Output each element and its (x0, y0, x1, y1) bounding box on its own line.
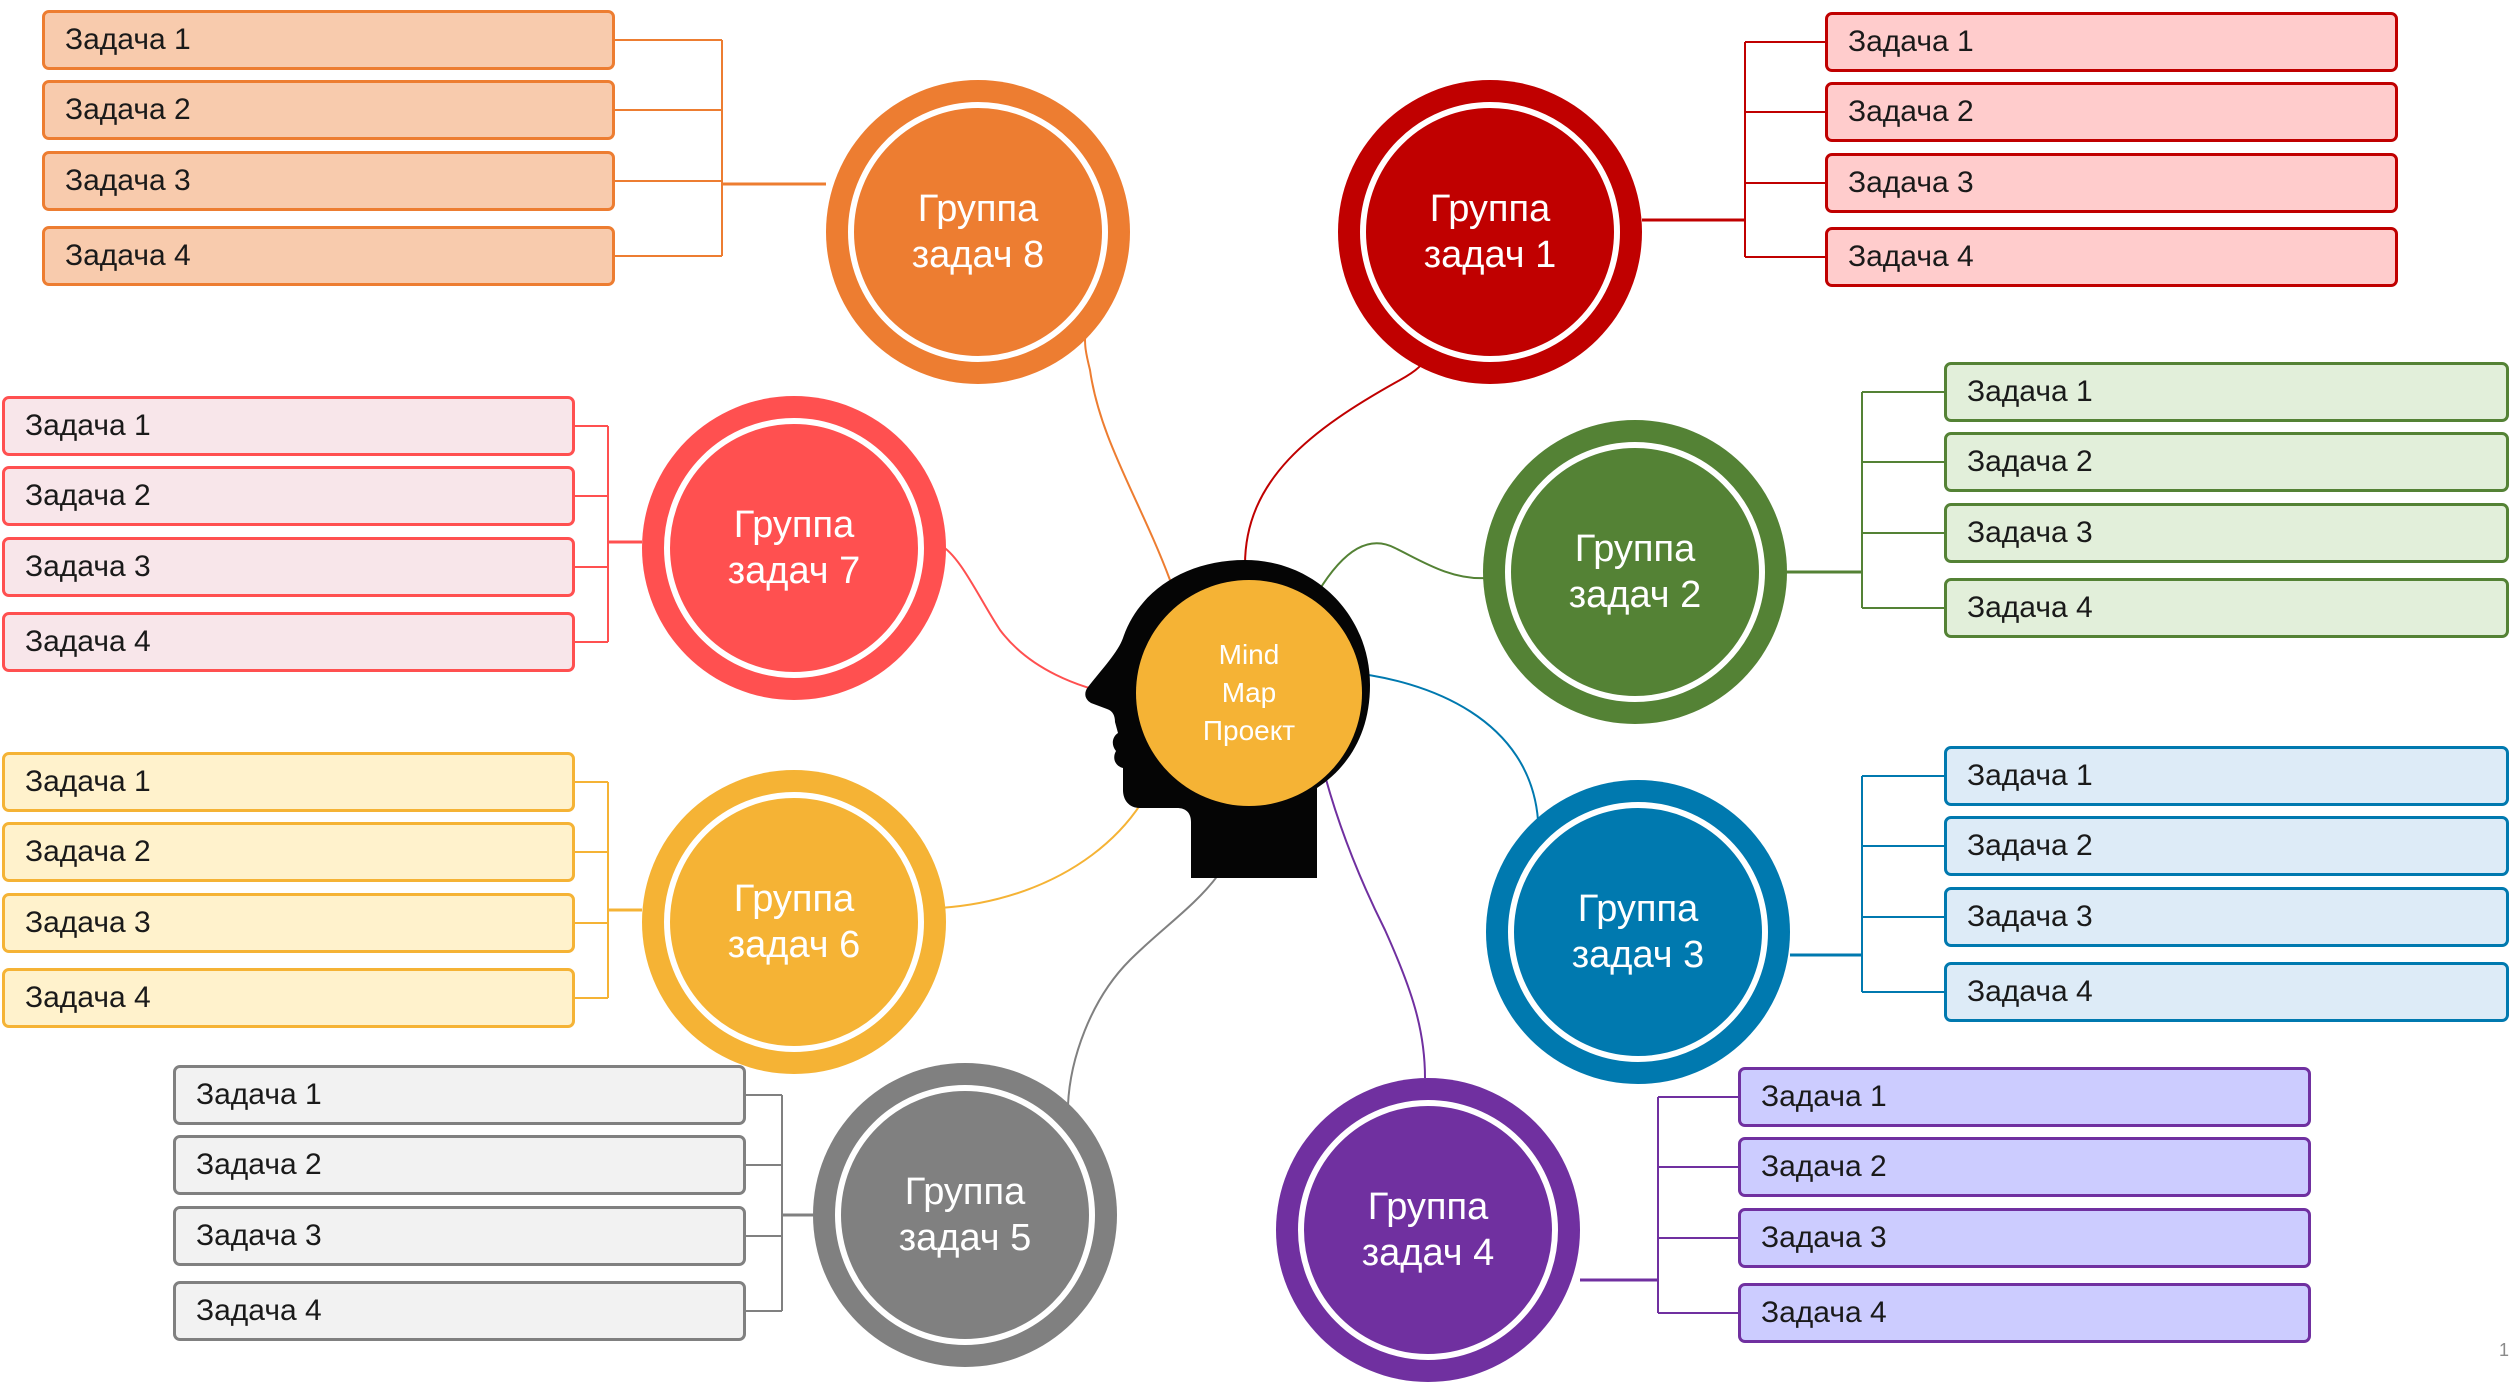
group-5-label: Группа задач 5 (898, 1171, 1032, 1259)
center-to-group-3-connector (1344, 671, 1539, 821)
group-1-task-2[interactable]: Задача 2 (1825, 82, 2398, 142)
group-4-task-1[interactable]: Задача 1 (1738, 1067, 2311, 1127)
group-8-task-4[interactable]: Задача 4 (42, 226, 615, 286)
group-5-task-3[interactable]: Задача 3 (173, 1206, 746, 1266)
group-7-label: Группа задач 7 (727, 504, 861, 592)
group-2-task-2[interactable]: Задача 2 (1944, 432, 2509, 492)
group-5-ring (835, 1085, 1095, 1345)
center-project-label: Mind Map Проект (1202, 639, 1296, 746)
group-6-node[interactable]: Группа задач 6 (642, 770, 946, 1074)
group-8-task-3[interactable]: Задача 3 (42, 151, 615, 211)
group-8-node[interactable]: Группа задач 8 (826, 80, 1130, 384)
group-7-ring (664, 418, 924, 678)
group-2-node[interactable]: Группа задач 2 (1483, 420, 1787, 724)
group-3-task-2[interactable]: Задача 2 (1944, 816, 2509, 876)
group-6-ring (664, 792, 924, 1052)
group-4-task-2[interactable]: Задача 2 (1738, 1137, 2311, 1197)
group-3-task-4[interactable]: Задача 4 (1944, 962, 2509, 1022)
group-2-ring (1505, 442, 1765, 702)
group-5-task-2[interactable]: Задача 2 (173, 1135, 746, 1195)
group-5-node[interactable]: Группа задач 5 (813, 1063, 1117, 1367)
group-8-task-1[interactable]: Задача 1 (42, 10, 615, 70)
group-3-node[interactable]: Группа задач 3 (1486, 780, 1790, 1084)
group-6-task-4[interactable]: Задача 4 (2, 968, 575, 1028)
group-1-task-4[interactable]: Задача 4 (1825, 227, 2398, 287)
group-3-ring (1508, 802, 1768, 1062)
group-2-label: Группа задач 2 (1568, 528, 1702, 616)
group-8-task-2[interactable]: Задача 2 (42, 80, 615, 140)
group-2-task-3[interactable]: Задача 3 (1944, 503, 2509, 563)
group-7-task-2[interactable]: Задача 2 (2, 466, 575, 526)
group-4-task-3[interactable]: Задача 3 (1738, 1208, 2311, 1268)
group-6-task-1[interactable]: Задача 1 (2, 752, 575, 812)
group-6-task-2[interactable]: Задача 2 (2, 822, 575, 882)
center-project-node[interactable]: Mind Map Проект (1136, 580, 1362, 806)
group-1-task-1[interactable]: Задача 1 (1825, 12, 2398, 72)
center-to-group-2-connector (1317, 542, 1487, 593)
center-to-group-7-connector (939, 544, 1119, 696)
group-4-label: Группа задач 4 (1361, 1186, 1495, 1274)
group-4-ring (1298, 1100, 1558, 1360)
group-6-label: Группа задач 6 (727, 878, 861, 966)
group-3-task-1[interactable]: Задача 1 (1944, 746, 2509, 806)
group-8-ring (848, 102, 1108, 362)
group-6-task-3[interactable]: Задача 3 (2, 893, 575, 953)
center-to-group-8-connector (1084, 337, 1171, 581)
group-5-task-1[interactable]: Задача 1 (173, 1065, 746, 1125)
group-2-task-4[interactable]: Задача 4 (1944, 578, 2509, 638)
center-to-group-4-connector (1317, 747, 1426, 1079)
page-number: 1 (2498, 1340, 2509, 1360)
group-3-label: Группа задач 3 (1571, 888, 1705, 976)
group-1-ring (1360, 102, 1620, 362)
group-8-label: Группа задач 8 (911, 188, 1045, 276)
group-4-task-4[interactable]: Задача 4 (1738, 1283, 2311, 1343)
group-7-task-3[interactable]: Задача 3 (2, 537, 575, 597)
group-4-node[interactable]: Группа задач 4 (1276, 1078, 1580, 1382)
group-1-node[interactable]: Группа задач 1 (1338, 80, 1642, 384)
group-1-task-3[interactable]: Задача 3 (1825, 153, 2398, 213)
group-1-label: Группа задач 1 (1423, 188, 1557, 276)
group-3-task-3[interactable]: Задача 3 (1944, 887, 2509, 947)
group-5-task-4[interactable]: Задача 4 (173, 1281, 746, 1341)
group-7-task-4[interactable]: Задача 4 (2, 612, 575, 672)
group-2-task-1[interactable]: Задача 1 (1944, 362, 2509, 422)
group-7-node[interactable]: Группа задач 7 (642, 396, 946, 700)
group-7-task-1[interactable]: Задача 1 (2, 396, 575, 456)
